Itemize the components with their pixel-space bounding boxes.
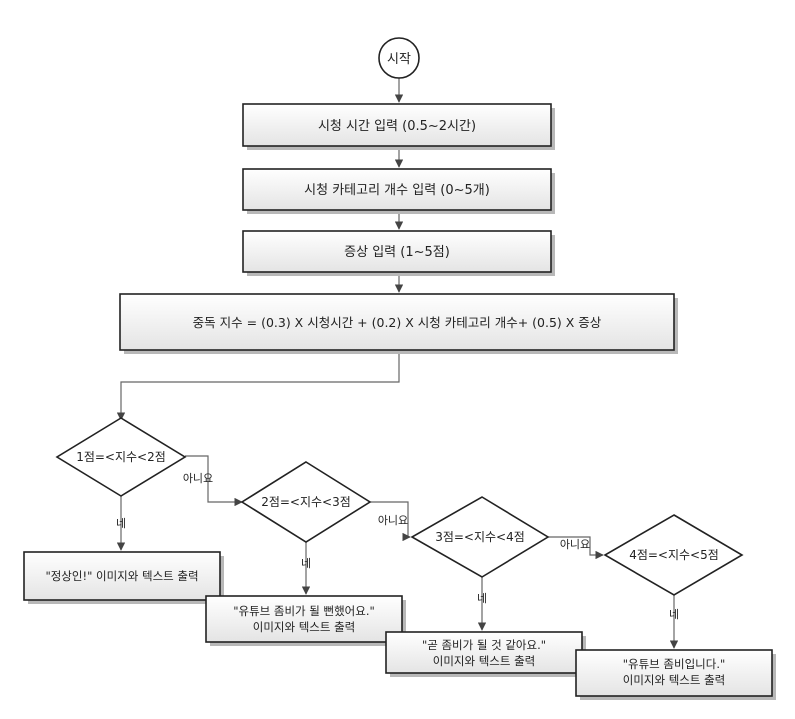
output-box xyxy=(385,631,583,674)
connector-decision2-no xyxy=(370,501,411,542)
decision-2: 2점=<지수<3점 xyxy=(240,461,372,543)
step-box xyxy=(242,168,552,211)
connector-step4-decision1 xyxy=(116,352,400,421)
step-box xyxy=(242,230,552,273)
start-circle xyxy=(378,37,420,79)
output-line1: "유튜브 좀비입니다." xyxy=(623,657,726,671)
yes-label-4: 네 xyxy=(669,608,679,621)
decision-label: 1점=<지수<2점 xyxy=(76,450,166,464)
start-node: 시작 xyxy=(378,37,420,79)
decision-3: 3점=<지수<4점 xyxy=(410,496,550,578)
process-step-4: 중독 지수 = (0.3) X 시청시간 + (0.2) X 시청 카테고리 개… xyxy=(119,293,678,354)
output-line1: "유튜브 좀비가 될 뻔했어요." xyxy=(233,604,375,618)
decision-diamond xyxy=(603,514,744,596)
step-label: 시청 카테고리 개수 입력 (0~5개) xyxy=(304,183,490,198)
output-box xyxy=(23,551,221,601)
process-step-3: 증상 입력 (1~5점) xyxy=(242,230,555,276)
no-label-3: 아니요 xyxy=(560,538,590,551)
output-3: "곧 좀비가 될 것 같아요." 이미지와 텍스트 출력 xyxy=(385,631,586,677)
output-line1: "정상인!" 이미지와 텍스트 출력 xyxy=(45,569,198,583)
output-box xyxy=(575,649,773,697)
output-1: "정상인!" 이미지와 텍스트 출력 xyxy=(23,551,224,604)
connector-decision1-no xyxy=(185,455,243,507)
output-4: "유튜브 좀비입니다." 이미지와 텍스트 출력 xyxy=(575,649,776,700)
decision-diamond xyxy=(240,461,372,543)
no-label-2: 아니요 xyxy=(378,514,408,527)
decision-diamond xyxy=(410,496,550,578)
yes-label-2: 네 xyxy=(301,557,311,570)
step-label: 시청 시간 입력 (0.5~2시간) xyxy=(318,119,476,134)
output-line2: 이미지와 텍스트 출력 xyxy=(253,620,356,634)
step-label: 증상 입력 (1~5점) xyxy=(344,245,450,260)
decision-label: 2점=<지수<3점 xyxy=(261,495,351,509)
yes-label-3: 네 xyxy=(477,592,487,605)
start-label: 시작 xyxy=(387,52,411,67)
connector-decision3-no xyxy=(548,536,604,560)
yes-label-1: 네 xyxy=(116,517,126,530)
no-label-1: 아니요 xyxy=(183,472,213,485)
process-step-2: 시청 카테고리 개수 입력 (0~5개) xyxy=(242,168,555,214)
decision-label: 4점=<지수<5점 xyxy=(629,548,719,562)
output-box xyxy=(205,595,403,643)
connectors xyxy=(116,78,679,649)
formula-label: 중독 지수 = (0.3) X 시청시간 + (0.2) X 시청 카테고리 개… xyxy=(193,315,602,330)
output-line2: 이미지와 텍스트 출력 xyxy=(433,654,536,668)
step-box xyxy=(242,103,552,147)
output-2: "유튜브 좀비가 될 뻔했어요." 이미지와 텍스트 출력 xyxy=(205,595,406,646)
decision-4: 4점=<지수<5점 xyxy=(603,514,744,596)
decision-1: 1점=<지수<2점 xyxy=(55,417,187,497)
output-line2: 이미지와 텍스트 출력 xyxy=(623,673,726,687)
formula-box xyxy=(119,293,675,351)
decision-diamond xyxy=(55,417,187,497)
process-step-1: 시청 시간 입력 (0.5~2시간) xyxy=(242,103,555,150)
output-line1: "곧 좀비가 될 것 같아요." xyxy=(422,638,546,652)
decision-label: 3점=<지수<4점 xyxy=(435,530,525,544)
